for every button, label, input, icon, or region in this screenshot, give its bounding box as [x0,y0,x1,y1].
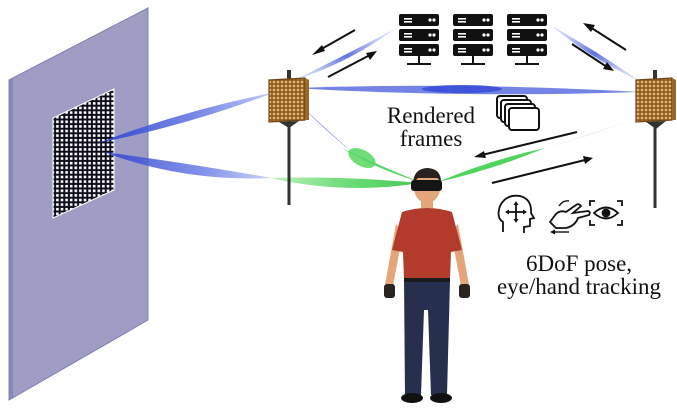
arrow-ap-left-to-server [327,51,377,78]
rendered-frames-line-1: Rendered [386,103,476,128]
arrow-ap-right-to-server [583,23,627,51]
beam-ap-right-to-server [552,26,638,80]
head-movement-icon [497,194,536,233]
frames-stack-icon [496,95,540,131]
beam-wall-to-user [104,152,272,179]
beam-ap-right-to-user [535,118,638,152]
access-point-right [635,70,676,208]
arrow-user-to-ap [491,156,593,184]
rendered-frames-label: Rendered frames [372,104,490,150]
beam-ap-left-to-server [295,30,393,80]
pose-tracking-label: 6DoF pose, eye/hand tracking [486,252,672,298]
server-icon [453,14,493,65]
rendered-frames-line-2: frames [399,126,463,151]
beam-ap-left-to-ap-right [292,85,640,95]
arrow-frames-to-user [474,131,578,158]
beam-green-from-ap-right [438,148,545,182]
access-point-left [268,70,309,205]
beam-ap-left-to-wall [98,92,276,143]
eye-icon [589,200,623,226]
pose-tracking-line-1: 6DoF pose, [525,251,633,276]
server-icon [507,14,547,65]
vr-user [384,168,470,403]
hand-gesture-icon [548,200,591,235]
arrow-server-to-ap-left [312,29,356,55]
pose-tracking-line-2: eye/hand tracking [496,274,662,299]
arrow-server-to-ap-right [571,43,614,71]
reconfigurable-surface [52,88,115,219]
beam-green-from-wall [270,177,420,188]
beam-green-from-ap-left [342,148,420,182]
server-icon [399,14,439,65]
